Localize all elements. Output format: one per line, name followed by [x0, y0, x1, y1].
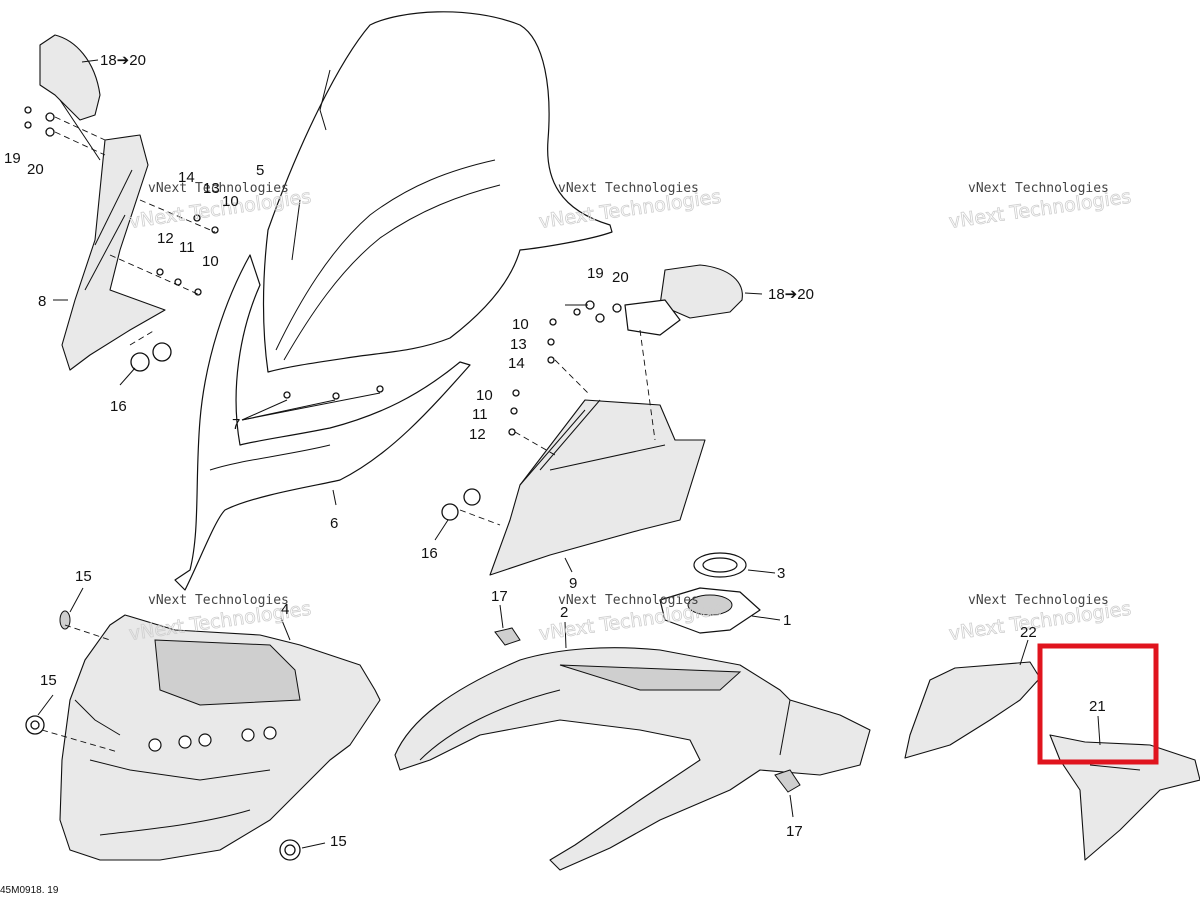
- label-11-left: 11: [179, 239, 195, 256]
- part-1-gauge-plate[interactable]: [659, 587, 761, 634]
- svg-text:vNext Technologies: vNext Technologies: [558, 593, 699, 608]
- label-4: 4: [281, 601, 289, 618]
- label-20-right: 20: [612, 269, 629, 286]
- part-9-right-bracket[interactable]: [489, 399, 706, 576]
- label-3: 3: [777, 565, 785, 582]
- label-10-left-bottom: 10: [202, 253, 219, 270]
- label-12-left: 12: [157, 230, 174, 247]
- grommet-16-a[interactable]: [130, 342, 172, 372]
- label-8: 8: [38, 293, 46, 310]
- part-7-fasteners: [241, 385, 384, 421]
- label-1: 1: [783, 612, 791, 629]
- part-4-front-nose[interactable]: [59, 614, 381, 861]
- leader-lines: [37, 59, 1101, 849]
- reference-code: 45M0918. 19: [0, 885, 59, 896]
- hardware-right-stack: [41, 300, 656, 753]
- part-6-windshield-trim[interactable]: [174, 254, 471, 591]
- label-9: 9: [569, 575, 577, 592]
- part-3-gauge-ring[interactable]: [693, 552, 747, 578]
- label-13-right: 13: [510, 336, 527, 353]
- svg-text:vNext Technologies: vNext Technologies: [148, 593, 289, 608]
- label-22: 22: [1020, 624, 1037, 641]
- watermark-2: vNext Technologies vNext Technologies: [537, 181, 723, 233]
- svg-text:vNext Technologies: vNext Technologies: [148, 181, 289, 196]
- hardware-left-stack: [109, 199, 219, 346]
- label-5: 5: [256, 162, 264, 179]
- svg-text:vNext Technologies: vNext Technologies: [968, 181, 1109, 196]
- label-15-top: 15: [75, 568, 92, 585]
- part-8-left-bracket[interactable]: [61, 134, 166, 371]
- label-17-bottom: 17: [786, 823, 803, 840]
- grommet-15-b[interactable]: [25, 715, 45, 735]
- part-17-clip-b[interactable]: [774, 769, 801, 793]
- label-19-right: 19: [587, 265, 604, 282]
- label-10-right-top: 10: [512, 316, 529, 333]
- grommet-15-a[interactable]: [59, 610, 71, 630]
- label-15-middle: 15: [40, 672, 57, 689]
- label-16-left: 16: [110, 398, 127, 415]
- label-7: 7: [232, 416, 240, 433]
- part-18-20-right-mirror[interactable]: [624, 264, 743, 336]
- label-19-left: 19: [4, 150, 21, 167]
- label-16-right: 16: [421, 545, 438, 562]
- label-18-20-left: 18➔20: [100, 52, 146, 69]
- label-21: 21: [1089, 698, 1106, 715]
- part-18-20-left-mirror[interactable]: [39, 34, 101, 161]
- part-17-clip-a[interactable]: [494, 627, 521, 646]
- label-14-left: 14: [178, 169, 195, 186]
- part-21-side-panel[interactable]: [1049, 734, 1200, 861]
- label-18-20-right: 18➔20: [768, 286, 814, 303]
- label-2: 2: [560, 604, 568, 621]
- label-11-right: 11: [472, 406, 488, 423]
- highlight-box-part-21: [1037, 643, 1159, 765]
- hardware-left-mirror: [24, 106, 106, 156]
- watermark-3: vNext Technologies vNext Technologies: [947, 181, 1133, 233]
- label-14-right: 14: [508, 355, 525, 372]
- label-17-top: 17: [491, 588, 508, 605]
- grommet-15-c[interactable]: [279, 839, 301, 861]
- svg-text:vNext Technologies: vNext Technologies: [558, 181, 699, 196]
- grommet-16-b[interactable]: [441, 488, 481, 521]
- label-12-right: 12: [469, 426, 486, 443]
- label-10-left-top: 10: [222, 193, 239, 210]
- part-2-hood[interactable]: [394, 647, 871, 871]
- watermark-6: vNext Technologies vNext Technologies: [947, 593, 1133, 645]
- label-20-left: 20: [27, 161, 44, 178]
- part-22-side-panel[interactable]: [904, 661, 1041, 759]
- label-13-left: 13: [203, 180, 220, 197]
- part-5-windshield[interactable]: [262, 11, 613, 373]
- label-10-right-bottom: 10: [476, 387, 493, 404]
- label-6: 6: [330, 515, 338, 532]
- svg-text:vNext Technologies: vNext Technologies: [968, 593, 1109, 608]
- label-15-bottom: 15: [330, 833, 347, 850]
